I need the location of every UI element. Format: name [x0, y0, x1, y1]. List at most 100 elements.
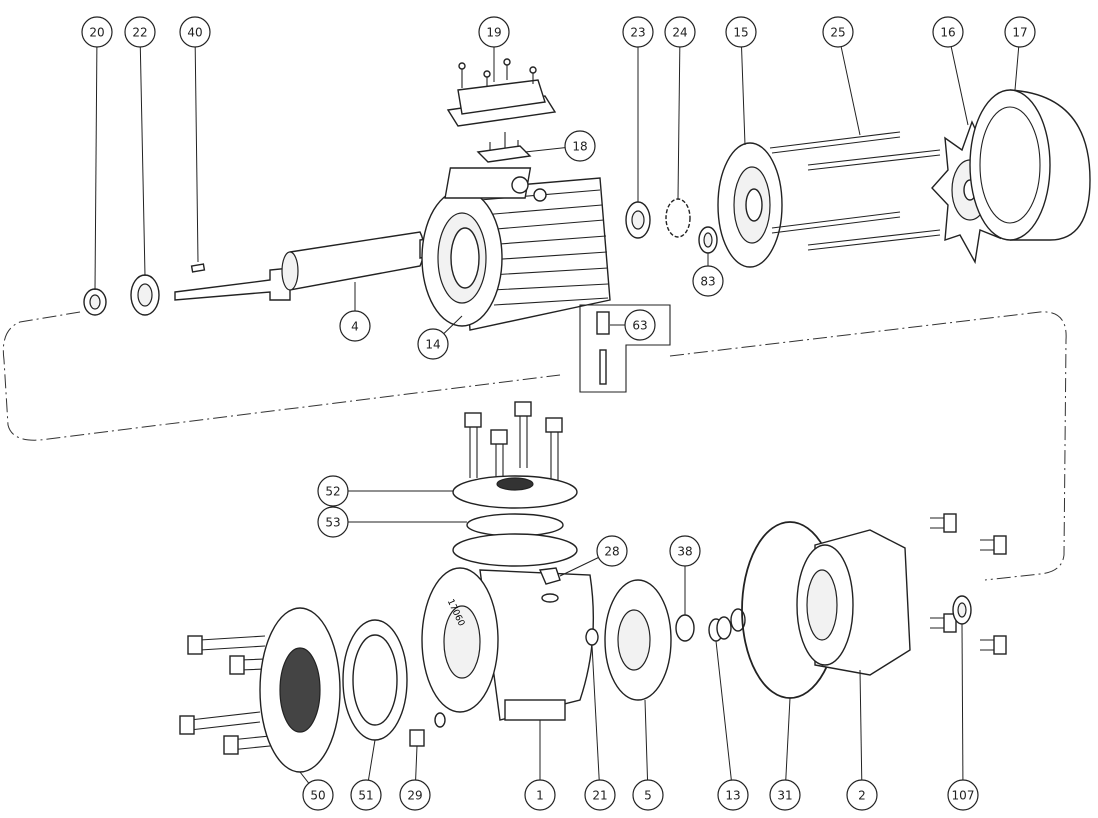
part-51-gasket	[342, 619, 408, 741]
callout-18: 18	[524, 130, 596, 162]
callout-4: 4	[339, 282, 371, 342]
bracket-bolts	[930, 513, 1007, 655]
callout-21: 21	[584, 644, 616, 811]
part-17-fan-cover	[969, 89, 1091, 241]
part-4-rotor-shaft	[174, 231, 456, 301]
callout-label: 13	[725, 789, 740, 803]
callout-circle	[1004, 16, 1036, 48]
part-38-ring	[675, 614, 695, 642]
callout-14: 14	[417, 315, 463, 360]
part-19-terminal-box-cover	[446, 58, 557, 127]
part-63-spacer-inset	[579, 304, 671, 393]
leader-line	[840, 46, 861, 136]
callout-circle	[692, 265, 724, 297]
callout-circle	[947, 779, 979, 811]
callout-label: 40	[187, 26, 202, 40]
part-22-bearing	[130, 274, 160, 316]
leader-line	[559, 557, 599, 577]
callout-51: 51	[350, 739, 382, 811]
part-50-flange	[179, 607, 341, 773]
leader-line	[741, 46, 746, 146]
callout-circle	[596, 535, 628, 567]
callout-label: 21	[592, 789, 607, 803]
leader-line	[299, 771, 310, 784]
callout-19: 19	[478, 16, 510, 82]
callout-circle	[584, 779, 616, 811]
callout-label: 31	[777, 789, 792, 803]
callout-22: 22	[124, 16, 156, 277]
callout-107: 107	[947, 623, 979, 811]
part-1-pump-casing: 17060	[421, 533, 595, 721]
part-15-end-shield	[717, 142, 783, 268]
leader-line	[194, 46, 199, 263]
callout-15: 15	[725, 16, 757, 146]
callout-circle	[81, 16, 113, 48]
leader-line	[1014, 46, 1020, 91]
callout-38: 38	[669, 535, 701, 615]
part-53-gasket	[466, 513, 564, 537]
callout-31: 31	[769, 697, 801, 811]
callout-label: 2	[858, 789, 866, 803]
callout-circle	[664, 16, 696, 48]
callout-25: 25	[822, 16, 861, 136]
leader-line	[961, 623, 964, 781]
leader-line	[94, 46, 98, 291]
callout-circle	[822, 16, 854, 48]
callout-circle	[317, 475, 349, 507]
callout-circle	[622, 16, 654, 48]
leader-line	[859, 669, 863, 781]
assembly-boundary-line	[2, 311, 1067, 581]
part-18-terminal-board	[476, 132, 532, 163]
callout-circle	[524, 779, 556, 811]
part-24-wave-washer	[665, 198, 691, 238]
callout-label: 38	[677, 545, 692, 559]
leader-line	[677, 46, 681, 200]
callout-label: 5	[644, 789, 652, 803]
callout-label: 25	[830, 26, 845, 40]
part-40-key	[190, 263, 206, 273]
part-2-bracket	[796, 529, 911, 676]
leader-line	[524, 147, 566, 153]
leader-line	[591, 644, 600, 781]
callout-label: 1	[536, 789, 544, 803]
callout-52: 52	[317, 475, 453, 507]
callout-label: 23	[630, 26, 645, 40]
callout-label: 20	[89, 26, 104, 40]
callout-28: 28	[559, 535, 628, 577]
callout-circle	[564, 130, 596, 162]
callout-label: 50	[310, 789, 325, 803]
leader-line	[139, 46, 146, 277]
callout-16: 16	[932, 16, 969, 126]
part-107-ring	[952, 595, 972, 625]
callout-label: 18	[572, 140, 587, 154]
callout-20: 20	[81, 16, 113, 291]
callout-circle	[725, 16, 757, 48]
callout-label: 19	[486, 26, 501, 40]
callout-label: 14	[425, 338, 440, 352]
callout-label: 17	[1012, 26, 1027, 40]
callout-83: 83	[692, 253, 724, 297]
callout-circle	[417, 328, 449, 360]
part-23-bearing	[625, 201, 651, 239]
callout-circle	[669, 535, 701, 567]
callout-circle	[399, 779, 431, 811]
part-52-flange	[452, 401, 578, 509]
leader-line	[785, 697, 791, 781]
callout-label: 51	[358, 789, 373, 803]
callout-label: 15	[733, 26, 748, 40]
callout-1: 1	[524, 720, 556, 811]
leader-line	[950, 46, 969, 126]
callout-63: 63	[610, 309, 656, 341]
leader-line	[644, 699, 649, 781]
callout-label: 16	[940, 26, 955, 40]
callout-label: 28	[604, 545, 619, 559]
callout-circle	[302, 779, 334, 811]
callout-label: 29	[407, 789, 422, 803]
part-20-plug	[83, 288, 107, 316]
callout-circle	[179, 16, 211, 48]
callout-circle	[478, 16, 510, 48]
callout-24: 24	[664, 16, 696, 200]
callout-2: 2	[846, 669, 878, 811]
